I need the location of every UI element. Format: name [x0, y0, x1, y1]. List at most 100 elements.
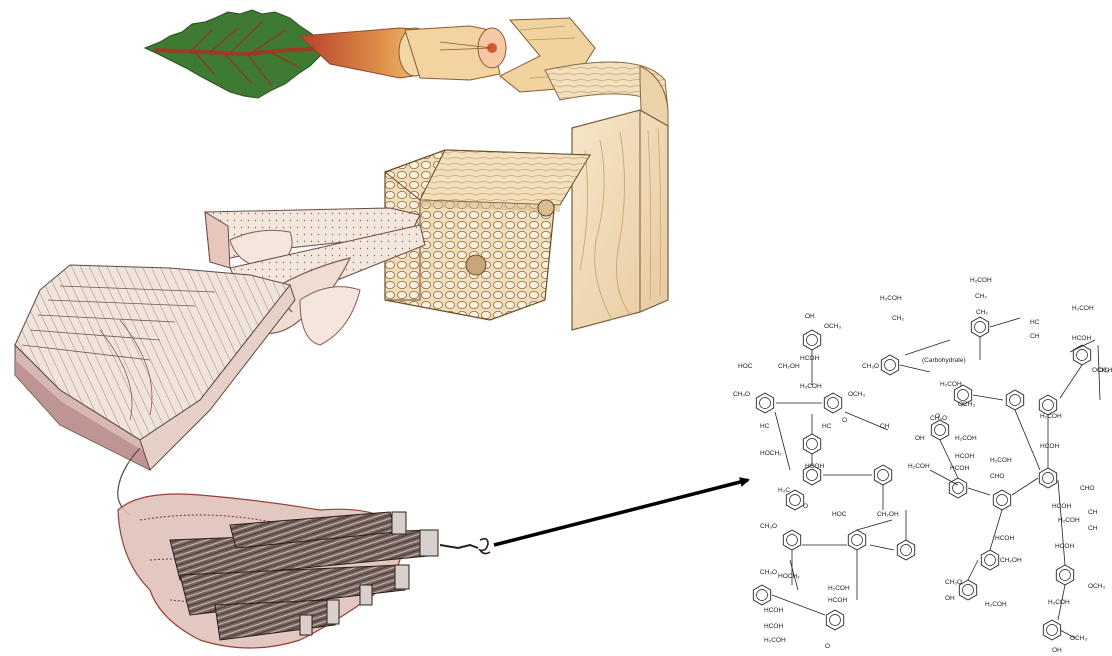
- chem-label: HCOH: [828, 597, 847, 604]
- chem-label: H₂COH: [880, 295, 902, 302]
- leaf: [145, 10, 330, 98]
- chem-label: CH₂: [975, 293, 987, 300]
- chem-label: O: [803, 503, 808, 510]
- aromatic-circle: [1060, 570, 1071, 581]
- aromatic-circle: [760, 398, 771, 409]
- chem-label: CH₂: [976, 309, 988, 316]
- aromatic-circle: [1047, 625, 1058, 636]
- benzene-ring: [993, 490, 1010, 510]
- aromatic-circle: [807, 439, 818, 450]
- lignin-structure: OHOCH₃HOCCH₂OHHCOHH₂COHCH₃OOCH₃HCHOCH₂HC…: [733, 277, 1112, 654]
- chem-label: CH₂OH: [778, 363, 800, 370]
- benzene-ring: [1006, 390, 1023, 410]
- benzene-ring: [1039, 395, 1056, 415]
- chem-label: OH: [945, 595, 955, 602]
- aromatic-circle: [807, 335, 818, 346]
- chem-label: H₂COH: [764, 637, 786, 644]
- aromatic-circle: [757, 590, 768, 601]
- bond-line: [930, 470, 958, 485]
- chem-label: H₂COH: [828, 585, 850, 592]
- aromatic-circle: [958, 390, 969, 401]
- chem-label: OH: [915, 435, 925, 442]
- chem-label: H₂COH: [990, 457, 1012, 464]
- chem-label: OCH₃: [1070, 635, 1087, 642]
- aromatic-circle: [1043, 473, 1054, 484]
- aromatic-circle: [1010, 395, 1021, 406]
- aromatic-circle: [985, 555, 996, 566]
- chem-label: CH₃O: [760, 523, 777, 530]
- bond-line: [900, 365, 930, 372]
- chem-label: HC: [1030, 319, 1040, 326]
- chem-label: OCH₃: [824, 323, 841, 330]
- aromatic-circle: [963, 585, 974, 596]
- chem-label: HOCH₂: [778, 573, 800, 580]
- chem-label: CH₃O: [862, 363, 879, 370]
- benzene-ring: [1056, 565, 1073, 585]
- chem-label: CH₃O: [760, 569, 777, 576]
- chem-label: OCH₃: [848, 391, 865, 398]
- chem-label: HCOH: [955, 453, 974, 460]
- bond-line: [870, 545, 894, 550]
- aromatic-circle: [830, 615, 841, 626]
- chem-label: O: [842, 417, 847, 424]
- chem-label: H₂COH: [1058, 517, 1080, 524]
- benzene-ring: [753, 585, 770, 605]
- chem-label: CH₃O: [733, 391, 750, 398]
- aromatic-circle: [1077, 350, 1088, 361]
- chem-label: CHO: [990, 473, 1004, 480]
- bond-line: [973, 395, 1003, 400]
- aromatic-circle: [787, 535, 798, 546]
- aromatic-circle: [997, 495, 1008, 506]
- chem-label: HCOH: [1072, 335, 1091, 342]
- pointer-arrow: [494, 480, 748, 545]
- bond-line: [1015, 410, 1040, 470]
- chem-label: HCOH: [764, 623, 783, 630]
- aromatic-circle: [878, 470, 889, 481]
- aromatic-circle: [953, 483, 964, 494]
- benzene-ring: [1039, 468, 1056, 488]
- chem-label: OCH₃: [1088, 583, 1105, 590]
- chem-label: O: [825, 643, 830, 650]
- chem-label: OCH₃: [1098, 367, 1112, 374]
- benzene-ring: [1043, 620, 1060, 640]
- chem-label: H₂COH: [908, 463, 930, 470]
- chem-label: H₂COH: [955, 435, 977, 442]
- chem-label: H₂COH: [940, 381, 962, 388]
- chem-label: OCH₃: [958, 401, 975, 408]
- microfibril-bundle: [118, 494, 490, 648]
- bond-line: [1060, 365, 1082, 398]
- aromatic-circle: [807, 470, 818, 481]
- chem-label: O: [935, 413, 940, 420]
- benzene-ring: [803, 330, 820, 350]
- aromatic-circle: [790, 495, 801, 506]
- chem-label: HOC: [832, 511, 847, 518]
- chem-label: HC: [760, 423, 770, 430]
- benzene-ring: [824, 393, 841, 413]
- chem-label: CH: [1088, 525, 1098, 532]
- bond-line: [990, 510, 1002, 550]
- aromatic-circle: [1043, 400, 1054, 411]
- bond-line: [990, 318, 1020, 327]
- chem-label: H₂COH: [800, 383, 822, 390]
- chem-label: HOC: [738, 363, 753, 370]
- benzene-ring: [826, 610, 843, 630]
- aromatic-circle: [901, 545, 912, 556]
- benzene-ring: [874, 465, 891, 485]
- chem-label: OH: [805, 313, 815, 320]
- aromatic-circle: [885, 360, 896, 371]
- benzene-ring: [783, 530, 800, 550]
- chem-label: H₂COH: [1040, 413, 1062, 420]
- chem-label: CH₂OH: [1000, 557, 1022, 564]
- bond-line: [775, 412, 790, 470]
- chem-label: CH₃O: [945, 579, 962, 586]
- benzene-ring: [803, 434, 820, 454]
- bond-line: [857, 520, 892, 530]
- chem-label: H₂COH: [1072, 305, 1094, 312]
- aromatic-circle: [935, 425, 946, 436]
- bond-line: [968, 488, 990, 495]
- benzene-ring: [897, 540, 914, 560]
- chem-label: HCOH: [1052, 503, 1071, 510]
- chem-label: HCOH: [800, 355, 819, 362]
- chem-label: HOCH₂: [760, 450, 782, 457]
